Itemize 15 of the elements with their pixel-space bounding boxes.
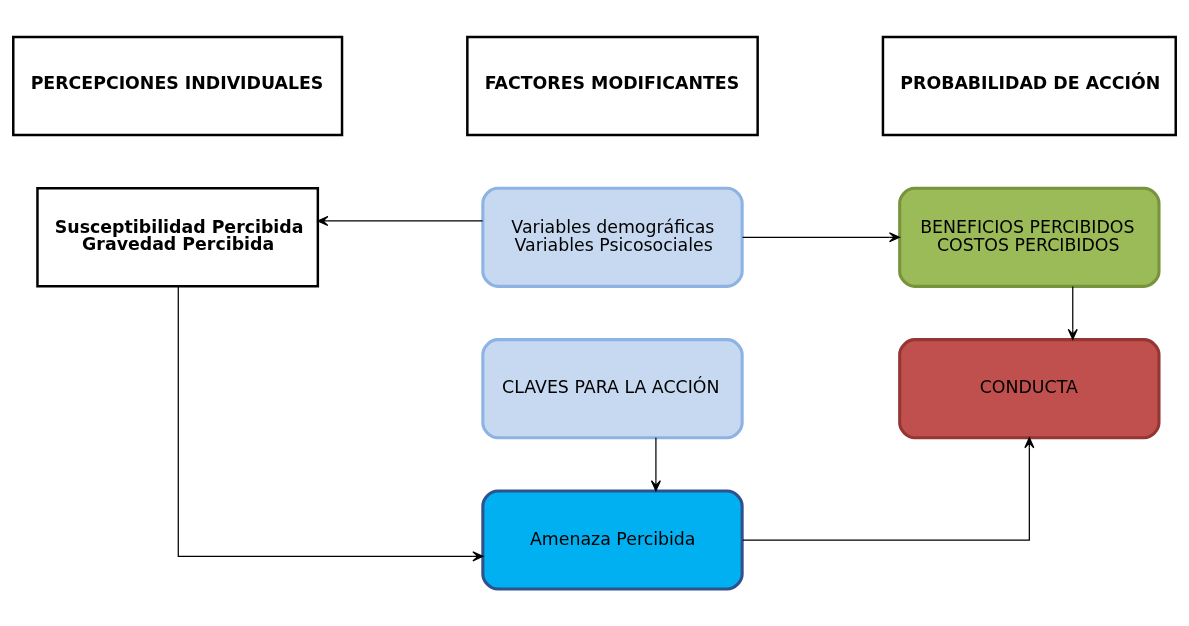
arrow	[1067, 285, 1078, 340]
arrow	[317, 215, 484, 227]
node-box: PERCEPCIONES INDIVIDUALES	[12, 35, 344, 137]
arrow	[742, 437, 1035, 541]
arrow	[742, 232, 901, 243]
node-box: Variables demográficas Variables Psicosociales	[481, 186, 744, 288]
node-box: PROBABILIDAD DE ACCIÓN	[881, 35, 1177, 137]
arrow	[177, 285, 484, 562]
node-box: FACTORES MODIFICANTES	[466, 35, 759, 137]
node-box: BENEFICIOS PERCIBIDOS COSTOS PERCIBIDOS	[898, 186, 1161, 288]
node-box: Susceptibilidad Percibida Gravedad Percibida	[36, 187, 320, 288]
node-box: CONDUCTA	[898, 338, 1161, 440]
node-box: Amenaza Percibida	[481, 489, 744, 591]
node-box: CLAVES PARA LA ACCIÓN	[481, 338, 744, 440]
arrow	[650, 437, 661, 492]
